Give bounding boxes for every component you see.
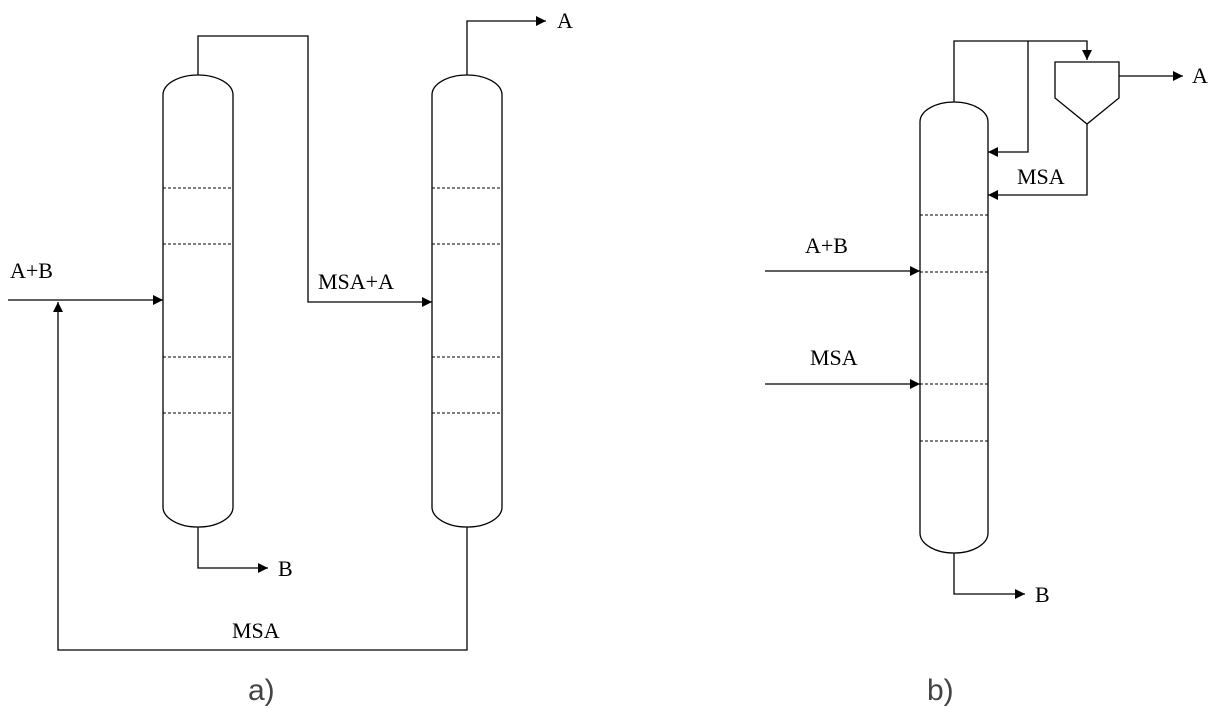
caption-b: b) bbox=[927, 674, 954, 707]
feed-label: A+B bbox=[805, 233, 848, 258]
feed-label: A+B bbox=[10, 258, 53, 283]
msa-recycle-stream bbox=[53, 302, 468, 651]
column-body bbox=[919, 101, 989, 554]
bottom-product-arrow bbox=[953, 553, 1025, 599]
transfer-stream bbox=[197, 35, 432, 307]
msa-recycle-line bbox=[988, 124, 1088, 200]
column-body bbox=[431, 74, 503, 528]
extractive-column-a1 bbox=[162, 74, 234, 528]
recycle-label: MSA bbox=[1017, 164, 1065, 189]
caption-a: a) bbox=[248, 674, 275, 707]
column-body bbox=[162, 74, 234, 528]
top-product-arrow bbox=[466, 16, 546, 75]
recovery-column-a2 bbox=[431, 74, 503, 528]
transfer-label: MSA+A bbox=[318, 269, 394, 294]
recycle-label: MSA bbox=[232, 618, 280, 643]
top-product-label: A bbox=[557, 8, 573, 33]
bottom-product-arrow bbox=[197, 527, 268, 573]
reflux-line bbox=[988, 41, 1029, 157]
msa-feed-label: MSA bbox=[810, 345, 858, 370]
bottom-product-label: B bbox=[1035, 582, 1050, 607]
column-b bbox=[919, 101, 989, 554]
diagram-b: A MSA A+B MSA B b) bbox=[765, 40, 1208, 707]
overhead-line bbox=[953, 40, 1092, 102]
top-product-label: A bbox=[1192, 63, 1208, 88]
decanter bbox=[1054, 61, 1120, 125]
bottom-product-label: B bbox=[278, 556, 293, 581]
diagram-a: A+B MSA+A A B MSA a) bbox=[8, 8, 573, 707]
